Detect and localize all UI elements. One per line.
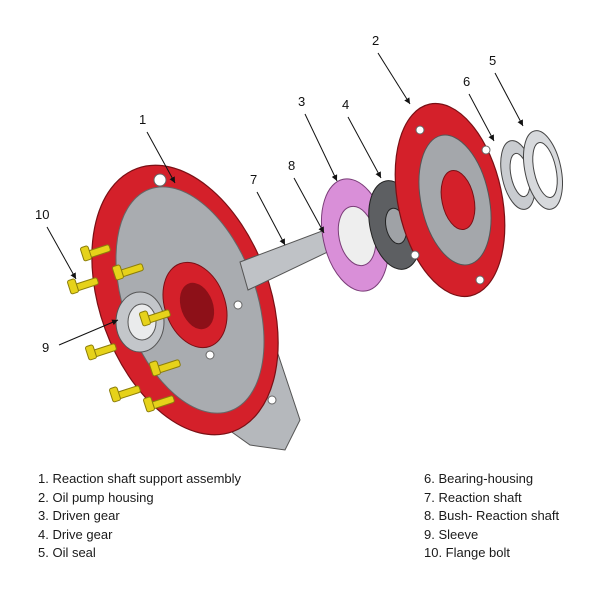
legend-item-9: 9. Sleeve [424, 526, 479, 542]
sleeve [115, 291, 165, 353]
callout-6: 6 [463, 74, 470, 89]
oil-seal [523, 130, 563, 210]
legend-item-2: 2. Oil pump housing [38, 489, 154, 505]
flange-bolt [112, 263, 144, 281]
callout-5: 5 [489, 53, 496, 68]
callout-10: 10 [35, 207, 49, 222]
legend-item-4: 4. Drive gear [38, 526, 113, 542]
oil-pump-housing [394, 102, 506, 298]
flange-bolt [139, 309, 171, 327]
leader-lines [46, 52, 524, 346]
callout-9: 9 [42, 340, 49, 355]
legend-item-10: 10. Flange bolt [424, 545, 511, 560]
flange-bolt [67, 277, 99, 295]
flange-bolts [67, 244, 181, 413]
legend-item-5: 5. Oil seal [38, 545, 96, 560]
legend-item-8: 8. Bush- Reaction shaft [424, 508, 560, 523]
reaction-shaft-support-assembly [91, 164, 301, 451]
callout-1: 1 [139, 112, 146, 127]
flange-bolt [143, 395, 175, 413]
callout-7: 7 [250, 172, 257, 187]
legend-item-6: 6. Bearing-housing [424, 471, 534, 486]
callout-3: 3 [298, 94, 305, 109]
legend-item-7: 7. Reaction shaft [424, 489, 522, 505]
legend-item-1: 1. Reaction shaft support assembly [38, 471, 242, 486]
legend-left: 1. Reaction shaft support assembly 2. Oi… [38, 470, 241, 563]
callout-4: 4 [342, 97, 349, 112]
flange-bolt [109, 385, 141, 403]
flange-bolt [80, 244, 111, 262]
callout-2: 2 [372, 33, 379, 48]
exploded-view-diagram: 1 2 3 4 5 6 7 8 9 10 [35, 33, 563, 451]
flange-bolt [85, 343, 117, 361]
legend-right: 6. Bearing-housing 7. Reaction shaft 8. … [424, 470, 559, 563]
callout-8: 8 [288, 158, 295, 173]
legend-item-3: 3. Driven gear [38, 508, 120, 523]
flange-bolt [149, 359, 181, 377]
